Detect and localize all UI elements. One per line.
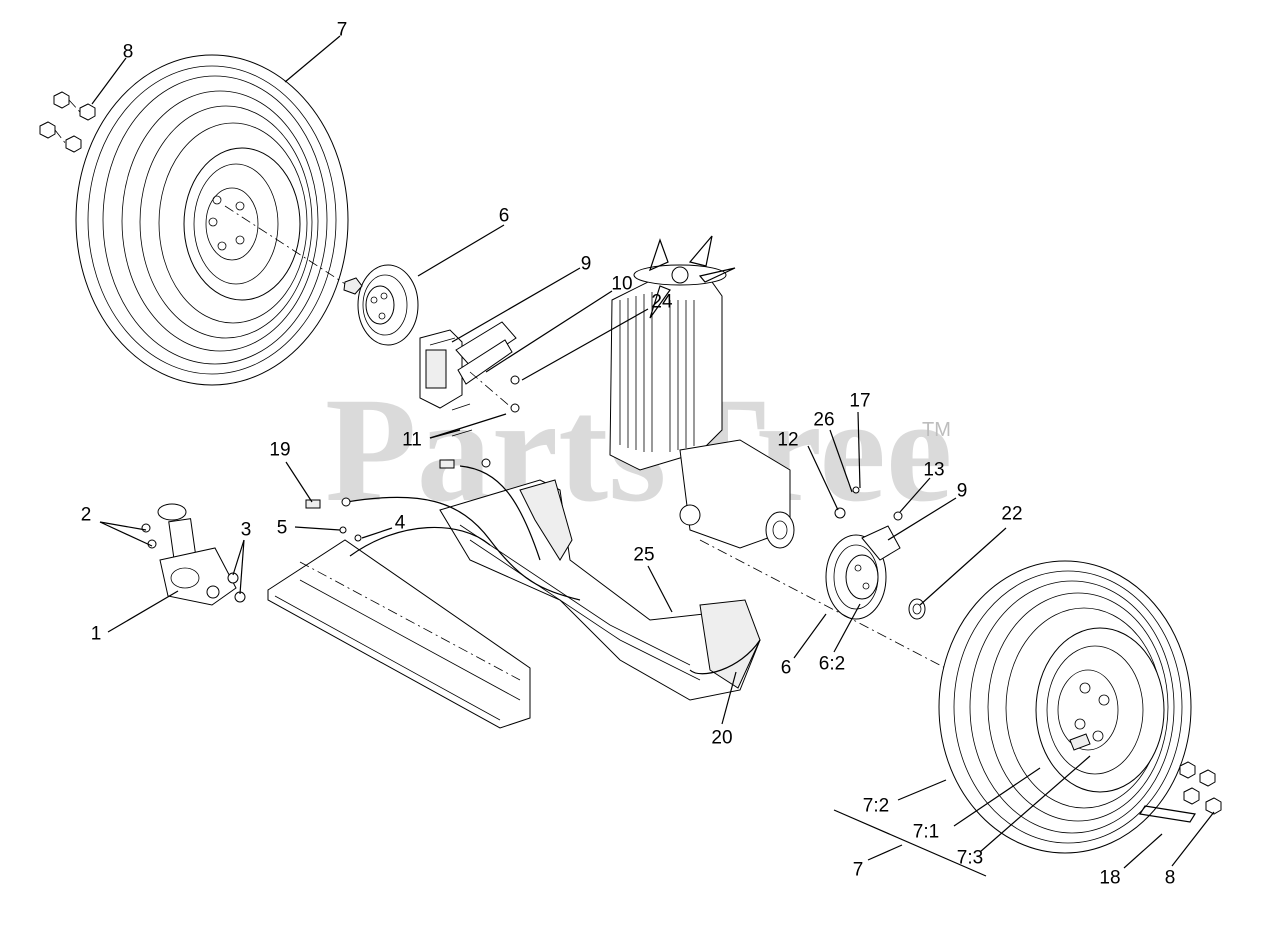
callout-7-1: 7:1	[913, 822, 939, 843]
callout-1: 1	[91, 624, 102, 645]
callout-22: 22	[1001, 504, 1022, 525]
hub-top[interactable]	[343, 264, 419, 346]
leader-lines	[91, 35, 1215, 877]
engine[interactable]	[609, 235, 795, 549]
chassis-frame[interactable]	[439, 479, 761, 701]
frame-rail[interactable]	[267, 539, 531, 729]
callout-7-2: 7:2	[863, 796, 889, 817]
callout-6-top: 6	[499, 206, 510, 227]
wiring-harness[interactable]	[305, 458, 761, 675]
callout-11: 11	[402, 430, 422, 451]
callout-10: 10	[611, 274, 632, 295]
callout-7-bottom: 7	[853, 860, 864, 881]
callout-8-bottom: 8	[1165, 868, 1176, 889]
callout-3: 3	[241, 520, 252, 541]
callout-24: 24	[651, 292, 673, 313]
callout-6-2: 6:2	[819, 654, 845, 675]
callout-4: 4	[395, 513, 406, 534]
lug-nuts-top-left[interactable]	[39, 91, 96, 153]
wheel-top-left[interactable]	[75, 54, 349, 386]
callout-6-right: 6	[781, 658, 792, 679]
steering-assembly[interactable]	[141, 503, 246, 606]
callout-17: 17	[849, 391, 870, 412]
callout-8-top: 8	[123, 42, 134, 63]
callout-18: 18	[1099, 868, 1120, 889]
wheel-bottom-right[interactable]	[938, 560, 1196, 854]
callout-13: 13	[923, 460, 944, 481]
callout-19: 19	[269, 440, 290, 461]
watermark-trademark: TM	[922, 419, 951, 441]
callout-20: 20	[711, 728, 732, 749]
callout-5: 5	[277, 518, 288, 539]
callout-12: 12	[777, 430, 798, 451]
callout-26: 26	[813, 410, 834, 431]
brake-assembly-left[interactable]	[419, 321, 520, 437]
callout-7-top: 7	[337, 20, 348, 41]
axis-line-right	[699, 539, 1161, 781]
hub-right[interactable]	[825, 486, 926, 620]
callout-2: 2	[81, 505, 92, 526]
lug-nuts-bottom-right[interactable]	[1179, 761, 1222, 815]
callout-7-3: 7:3	[957, 848, 983, 869]
callout-25: 25	[633, 545, 654, 566]
callout-9-left: 9	[581, 254, 592, 275]
callout-labels: 7 8 6 9 10 24 11 19 2 3 5 4 1 25 20 26 1…	[81, 20, 1176, 889]
callout-9-right: 9	[957, 481, 968, 502]
